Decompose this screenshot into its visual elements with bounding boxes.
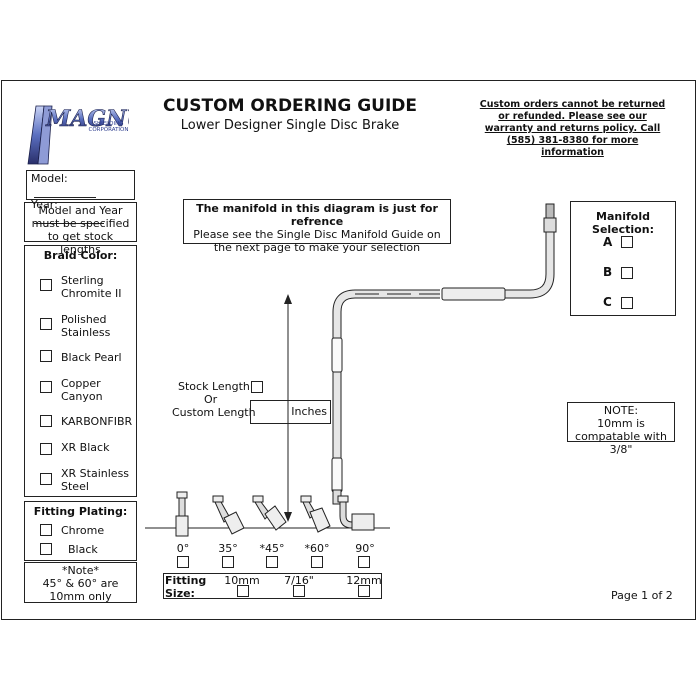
hose-body <box>333 290 440 500</box>
manifold-selection-title: Manifold Selection: <box>592 210 654 236</box>
braid-checkbox-xr-black[interactable] <box>40 443 52 455</box>
returns-warning: Custom orders cannot be returned or refu… <box>479 99 666 158</box>
plating-option-chrome: Chrome <box>61 524 105 537</box>
angle-label-90: 90° <box>355 542 375 555</box>
hose-sleeve <box>441 287 506 301</box>
manifold-option-a: A <box>603 235 613 249</box>
braid-option-copper-canyon: Copper Canyon <box>61 377 103 403</box>
stock-length-checkbox[interactable] <box>251 381 263 393</box>
inches-unit-label: Inches <box>291 405 327 418</box>
model-label: Model: <box>31 172 68 185</box>
angle-checkbox-35[interactable] <box>222 556 234 568</box>
size-checkbox-7-16[interactable] <box>293 585 305 597</box>
logo-tagline: SHIELDING CORPORATION <box>88 121 129 133</box>
angle-label-35: 35° <box>218 542 238 555</box>
manifold-checkbox-c[interactable] <box>621 297 633 309</box>
angle-label-60: *60° <box>304 542 330 555</box>
vehicle-box: Model: Year: <box>26 170 135 224</box>
braid-option-black-pearl: Black Pearl <box>61 351 122 364</box>
size-option-12mm: 12mm <box>346 574 382 587</box>
manifold-option-b: B <box>603 265 613 279</box>
braid-option-sterling-chromite: Sterling Chromite II <box>61 274 122 300</box>
stock-length-label: Stock Length <box>178 380 250 393</box>
compat-note-title: NOTE: <box>603 404 639 417</box>
braid-checkbox-sterling-chromite[interactable] <box>40 279 52 291</box>
custom-length-label: Custom Length <box>172 406 256 419</box>
plating-checkbox-chrome[interactable] <box>40 524 52 536</box>
size-note-text: 45° & 60° are 10mm only <box>42 577 119 603</box>
page-subtitle: Lower Designer Single Disc Brake <box>180 118 400 133</box>
manifold-note-title: The manifold in this diagram is just for… <box>196 202 438 228</box>
manifold-selection-box: Manifold Selection: <box>570 201 676 316</box>
hose-upper-body <box>505 230 554 298</box>
size-note-title: *Note* <box>61 564 100 577</box>
angle-checkbox-0[interactable] <box>177 556 189 568</box>
angle-checkbox-90[interactable] <box>358 556 370 568</box>
model-year-note: Model and Year must be specified to get … <box>24 202 137 256</box>
plating-option-black: Black <box>68 543 98 556</box>
year-field[interactable] <box>34 212 104 224</box>
braid-color-title: Braid Color: <box>43 249 118 262</box>
model-field[interactable] <box>34 186 96 198</box>
hose-label-lower <box>331 457 343 493</box>
braid-option-xr-stainless: XR Stainless Steel <box>61 467 130 493</box>
fitting-size-box <box>163 573 382 599</box>
manifold-checkbox-a[interactable] <box>621 236 633 248</box>
fitting-plating-box: Fitting Plating: <box>24 501 137 561</box>
form-sheet <box>1 80 696 620</box>
hose-label-upper <box>331 337 343 373</box>
arrow-up-icon <box>284 294 292 304</box>
manifold-checkbox-b[interactable] <box>621 267 633 279</box>
fitting-size-label: Fitting Size: <box>165 574 207 600</box>
angle-checkbox-45[interactable] <box>266 556 278 568</box>
page-number: Page 1 of 2 <box>611 589 673 602</box>
braid-checkbox-black-pearl[interactable] <box>40 350 52 362</box>
braid-option-karbonfibr: KARBONFIBR <box>61 415 133 428</box>
manifold-note-text: Please see the Single Disc Manifold Guid… <box>193 228 441 254</box>
brake-line-diagram <box>145 203 557 537</box>
fitting-35-icon <box>212 495 245 535</box>
size-note-box: *Note* 45° & 60° are 10mm only <box>24 562 137 603</box>
braid-checkbox-xr-stainless[interactable] <box>40 473 52 485</box>
hose-outline <box>332 289 440 500</box>
braid-checkbox-copper-canyon[interactable] <box>40 381 52 393</box>
fitting-45-icon <box>252 495 287 531</box>
angle-label-45: *45° <box>259 542 285 555</box>
fitting-60-icon <box>300 495 331 533</box>
or-label: Or <box>204 393 218 406</box>
braid-option-xr-black: XR Black <box>61 441 110 454</box>
braid-option-polished-stainless: Polished Stainless <box>61 313 111 339</box>
custom-length-input[interactable]: Inches <box>250 400 331 424</box>
fitting-0-icon <box>175 491 189 537</box>
magnum-logo-icon: MAGNUM <box>27 105 171 165</box>
manifold-reference-note: The manifold in this diagram is just for… <box>183 199 451 254</box>
manifold-option-c: C <box>603 295 612 309</box>
angle-checkbox-60[interactable] <box>311 556 323 568</box>
angle-label-0: 0° <box>176 542 190 555</box>
size-option-10mm: 10mm <box>224 574 260 587</box>
size-checkbox-10mm[interactable] <box>237 585 249 597</box>
arrow-down-icon <box>284 512 292 522</box>
braid-checkbox-polished-stainless[interactable] <box>40 318 52 330</box>
size-checkbox-12mm[interactable] <box>358 585 370 597</box>
fitting-90-icon <box>337 495 375 531</box>
fitting-plating-title: Fitting Plating: <box>33 505 128 518</box>
braid-color-box: Braid Color: <box>24 245 137 497</box>
company-logo: MAGNUM <box>24 100 171 166</box>
braid-checkbox-karbonfibr[interactable] <box>40 415 52 427</box>
compatibility-note: NOTE: 10mm is compatable with 3/8" <box>567 402 675 456</box>
page-title: CUSTOM ORDERING GUIDE <box>163 96 417 116</box>
banjo-fitting-top <box>543 217 557 233</box>
year-label: Year: <box>31 198 58 211</box>
plating-checkbox-black[interactable] <box>40 543 52 555</box>
size-option-7-16: 7/16" <box>284 574 314 587</box>
compat-note-text: 10mm is compatable with 3/8" <box>575 417 667 456</box>
